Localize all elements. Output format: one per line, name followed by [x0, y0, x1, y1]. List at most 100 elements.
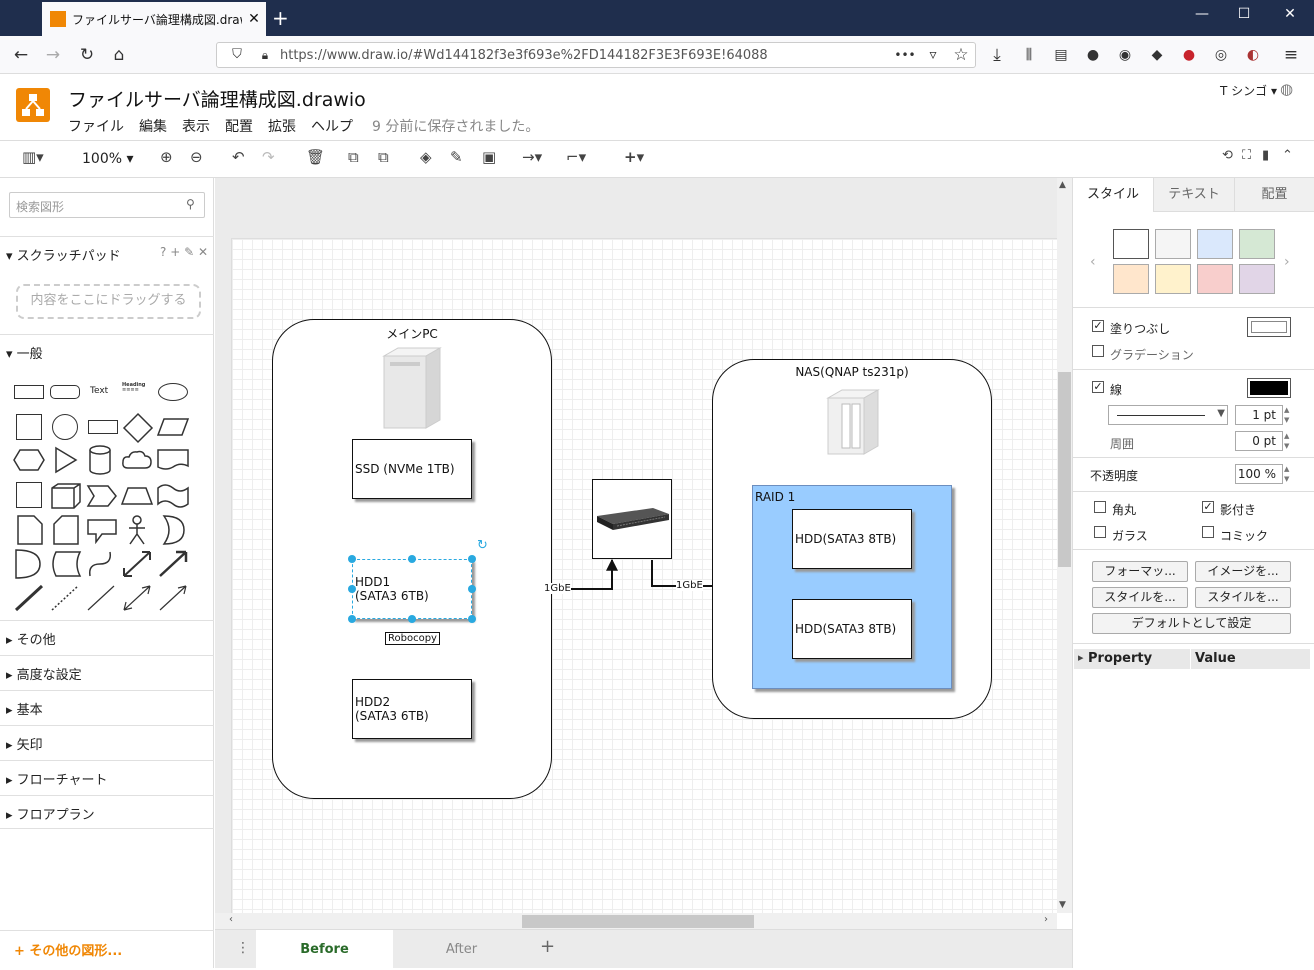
shape-square[interactable] — [16, 414, 42, 440]
hamburger-menu-icon[interactable]: ≡ — [1283, 45, 1299, 65]
more-shapes-link[interactable]: + その他の図形... — [14, 944, 123, 959]
line-width-input[interactable]: 1 pt — [1235, 405, 1283, 425]
redo-icon[interactable]: ↷ — [262, 148, 275, 166]
minimize-window-icon[interactable]: — — [1195, 6, 1209, 22]
shape-note[interactable] — [16, 514, 44, 546]
scroll-left-icon[interactable]: ‹ — [229, 914, 233, 925]
shape-document[interactable] — [156, 448, 190, 472]
section-advanced[interactable]: ▸ 高度な設定 — [0, 655, 214, 689]
shape-or[interactable] — [160, 514, 186, 546]
resize-handle-s[interactable] — [408, 615, 416, 623]
set-as-default-button[interactable]: デフォルトとして設定 — [1092, 613, 1291, 634]
collapse-icon[interactable]: ⌃ — [1282, 148, 1293, 163]
sidebar-icon[interactable]: ▤ — [1054, 47, 1068, 63]
tab-arrange[interactable]: 配置 — [1234, 178, 1314, 212]
nas-hdd-a-box[interactable]: HDD(SATA3 8TB) — [792, 509, 912, 569]
shadow-icon[interactable]: ▣ — [482, 148, 497, 166]
shape-rectangle[interactable] — [14, 385, 44, 399]
comic-checkbox[interactable] — [1202, 526, 1214, 538]
line-color-icon[interactable]: ✎ — [450, 148, 463, 166]
shape-text[interactable]: Text — [90, 386, 109, 396]
scratchpad-tools[interactable]: ? + ✎ ✕ — [160, 245, 208, 259]
shape-bidirectional-arrow[interactable] — [120, 548, 154, 580]
section-floorplan[interactable]: ▸ フロアプラン — [0, 795, 214, 829]
shape-parallelogram[interactable] — [156, 416, 190, 438]
nas-hdd-b-box[interactable]: HDD(SATA3 8TB) — [792, 599, 912, 659]
line-width-stepper[interactable]: ▲▼ — [1284, 406, 1290, 424]
evernote-icon[interactable]: ◆ — [1151, 47, 1163, 63]
shape-card[interactable] — [52, 514, 80, 546]
shape-rounded-rectangle[interactable] — [50, 385, 80, 399]
reload-icon[interactable]: ↻ — [79, 45, 95, 65]
panels-toggle-icon[interactable]: ▥▾ — [22, 148, 44, 166]
shape-callout[interactable] — [86, 518, 118, 544]
color-swatch-1[interactable] — [1113, 229, 1149, 259]
shape-process[interactable] — [88, 420, 118, 434]
maximize-window-icon[interactable]: ☐ — [1237, 6, 1251, 22]
color-swatch-3[interactable] — [1197, 229, 1233, 259]
perimeter-stepper[interactable]: ▲▼ — [1284, 432, 1290, 450]
color-swatch-4[interactable] — [1239, 229, 1275, 259]
scratchpad-header[interactable]: ▾ スクラッチパッド? + ✎ ✕ — [0, 236, 214, 270]
ssd-box[interactable]: SSD (NVMe 1TB) — [352, 439, 472, 499]
url-text[interactable]: https://www.draw.io/#Wd144182f3e3f693e%2… — [280, 48, 768, 63]
nas-device-icon[interactable] — [822, 388, 884, 456]
line-color-button[interactable] — [1247, 378, 1291, 398]
color-swatch-7[interactable] — [1197, 264, 1233, 294]
shape-cube[interactable] — [50, 482, 82, 510]
close-tab-icon[interactable]: ✕ — [248, 11, 260, 27]
user-menu[interactable]: T シンゴ ▾ — [1220, 84, 1277, 98]
fill-color-button[interactable] — [1247, 317, 1291, 337]
format-panel-icon[interactable]: ▮ — [1262, 148, 1270, 163]
pinterest-icon[interactable]: ● — [1182, 47, 1196, 63]
scroll-right-icon[interactable]: › — [1044, 914, 1048, 925]
insert-icon[interactable]: +▾ — [624, 148, 645, 166]
shape-diamond[interactable] — [122, 412, 154, 444]
shape-curve[interactable] — [86, 548, 116, 580]
tab-style[interactable]: スタイル — [1073, 178, 1153, 212]
swatch-prev-icon[interactable]: ‹ — [1090, 254, 1096, 270]
vertical-scroll-thumb[interactable] — [1058, 372, 1071, 567]
media-icon[interactable]: ◐ — [1246, 47, 1260, 63]
zoom-in-icon[interactable]: ⊕ — [160, 148, 173, 166]
page-tab-after[interactable]: After — [445, 942, 478, 957]
shape-directional-connector[interactable] — [156, 582, 190, 614]
resize-handle-n[interactable] — [408, 555, 416, 563]
general-section-header[interactable]: ▾ 一般 — [0, 334, 214, 368]
shadow-checkbox[interactable]: ✓ — [1202, 500, 1214, 513]
menu-extras[interactable]: 拡張 — [268, 119, 296, 135]
glass-checkbox[interactable] — [1094, 526, 1106, 538]
close-window-icon[interactable]: ✕ — [1284, 6, 1296, 22]
shape-cylinder[interactable] — [88, 444, 112, 476]
shape-heading[interactable]: Heading≡≡≡≡ — [122, 382, 146, 393]
translate-icon[interactable]: ◎ — [1214, 47, 1228, 63]
rotate-handle-icon[interactable]: ↻ — [477, 538, 488, 553]
color-swatch-8[interactable] — [1239, 264, 1275, 294]
shape-hexagon[interactable] — [12, 448, 46, 472]
page-actions-icon[interactable]: ••• — [894, 48, 916, 62]
shape-step[interactable] — [86, 484, 118, 508]
network-switch-box[interactable] — [592, 479, 672, 559]
resize-handle-se[interactable] — [468, 615, 476, 623]
swatch-next-icon[interactable]: › — [1284, 254, 1290, 270]
shape-actor[interactable] — [126, 514, 148, 546]
document-title[interactable]: ファイルサーバ論理構成図.drawio — [68, 89, 366, 111]
property-table-header[interactable] — [1074, 649, 1310, 669]
add-page-icon[interactable]: + — [540, 936, 556, 957]
scratchpad-drop-area[interactable]: 内容をここにドラッグする — [16, 284, 201, 319]
shield-icon[interactable]: ⛉ — [232, 47, 242, 62]
shape-line[interactable] — [84, 582, 118, 614]
robocopy-label[interactable]: Robocopy — [385, 632, 440, 645]
waypoints-icon[interactable]: ⌐▾ — [566, 148, 587, 166]
resize-handle-sw[interactable] — [348, 615, 356, 623]
resize-handle-nw[interactable] — [348, 555, 356, 563]
reset-view-icon[interactable]: ⟲ — [1222, 148, 1233, 163]
expand-icon[interactable]: ▸ — [1078, 651, 1084, 664]
hdd1-box[interactable]: HDD1 (SATA3 6TB) — [352, 559, 472, 619]
menu-arrange[interactable]: 配置 — [225, 119, 253, 135]
to-front-icon[interactable]: ⧉ — [348, 148, 359, 166]
forward-icon[interactable]: → — [45, 45, 61, 65]
menu-file[interactable]: ファイル — [68, 119, 124, 135]
menu-help[interactable]: ヘルプ — [311, 119, 353, 135]
shape-delay[interactable] — [14, 548, 42, 580]
